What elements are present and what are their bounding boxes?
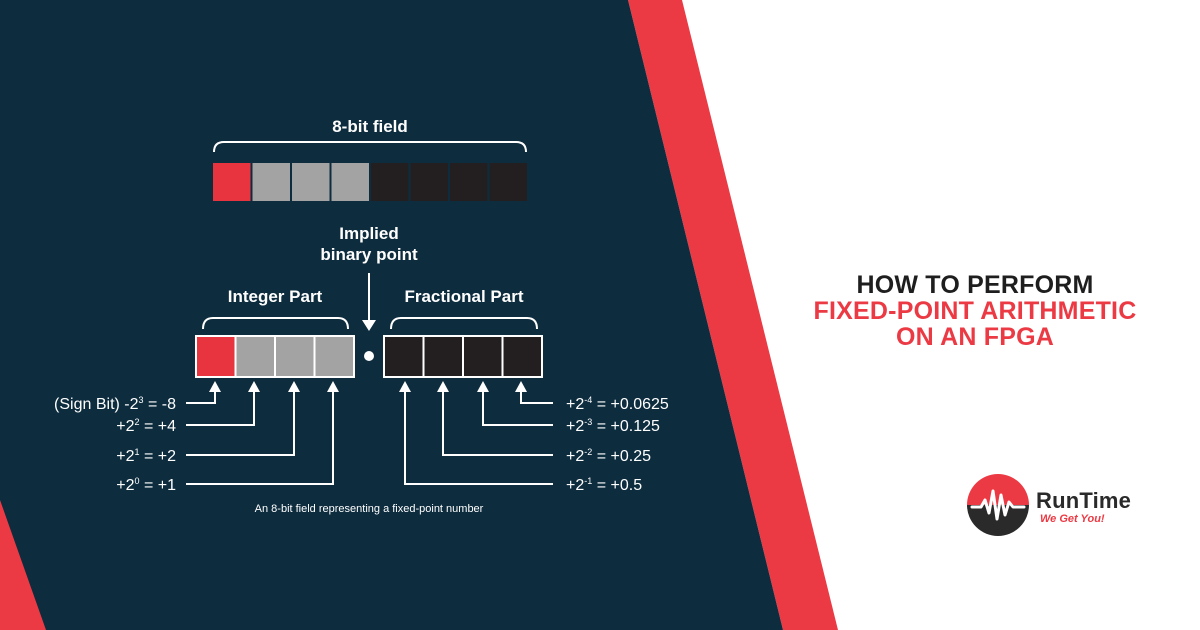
bit-cell [383,335,425,378]
connector-line [482,392,553,426]
connector-line [186,392,334,485]
left-weight-row: +22 = +4 [116,417,176,435]
headline: HOW TO PERFORM FIXED-POINT ARITHMETIC ON… [770,272,1180,350]
bit-cell [408,161,450,203]
headline-line-2: FIXED-POINT ARITHMETIC [813,297,1137,325]
left-weight-row: +20 = +1 [116,476,176,494]
left-weight-row: +21 = +2 [116,447,176,465]
arrowhead [288,381,300,392]
bit-cell [234,335,276,378]
left-weight-row: (Sign Bit) -23 = -8 [54,395,176,413]
binary-point-dot [364,351,374,361]
bit-weight-arrowheads [209,381,527,392]
fixed-point-diagram: 8-bit field Implied binary point Integer… [54,117,669,515]
bit-cell [274,335,316,378]
binary-point-label-line1: Implied [339,224,399,243]
bit-cell [501,335,543,378]
arrowhead [209,381,221,392]
waveform-circle-icon [967,474,1029,536]
bit-cell [313,335,355,378]
bit-cell [195,335,237,378]
right-weight-row: +2-4 = +0.0625 [566,395,669,413]
fractional-bit-field [383,335,543,378]
binary-point-arrow-head [362,320,376,331]
fractional-part-label: Fractional Part [404,287,523,306]
field-label: 8-bit field [332,117,408,136]
integer-bit-field [195,335,355,378]
connector-line [520,392,553,404]
headline-line-3: ON AN FPGA [895,323,1055,351]
bit-cell [250,161,292,203]
arrowhead [248,381,260,392]
integer-part-label: Integer Part [228,287,323,306]
arrowhead [399,381,411,392]
arrowhead [477,381,489,392]
right-weight-row: +2-3 = +0.125 [566,417,660,435]
arrowhead [327,381,339,392]
field-brace [213,141,527,153]
right-weight-row: +2-1 = +0.5 [566,476,642,494]
arrowhead [515,381,527,392]
red-corner-triangle [0,500,46,630]
top-bit-field [211,161,529,203]
navy-panel [0,0,783,630]
bit-cell [462,335,504,378]
right-weight-row: +2-2 = +0.25 [566,447,651,465]
bit-cell [422,335,464,378]
connector-line [186,392,216,404]
integer-brace [202,317,349,330]
brand-tagline: We Get You! [1040,513,1105,525]
connector-line [442,392,553,456]
diagram-caption: An 8-bit field representing a fixed-poin… [255,503,484,515]
bit-cell [290,161,332,203]
bit-cell [448,161,490,203]
red-diagonal-stripe [628,0,838,630]
bit-cell [487,161,529,203]
brand-name: RunTime [1036,488,1132,513]
bit-weight-connectors [186,392,553,485]
binary-point-label-line2: binary point [320,245,418,264]
connector-line [186,392,255,426]
headline-line-1: HOW TO PERFORM [856,271,1094,299]
connector-line [186,392,295,456]
fractional-brace [390,317,538,330]
bit-cell [329,161,371,203]
bit-cell [369,161,411,203]
bit-cell [211,161,253,203]
arrowhead [437,381,449,392]
runtime-logo: RunTime We Get You! [966,474,1166,536]
connector-line [404,392,553,485]
